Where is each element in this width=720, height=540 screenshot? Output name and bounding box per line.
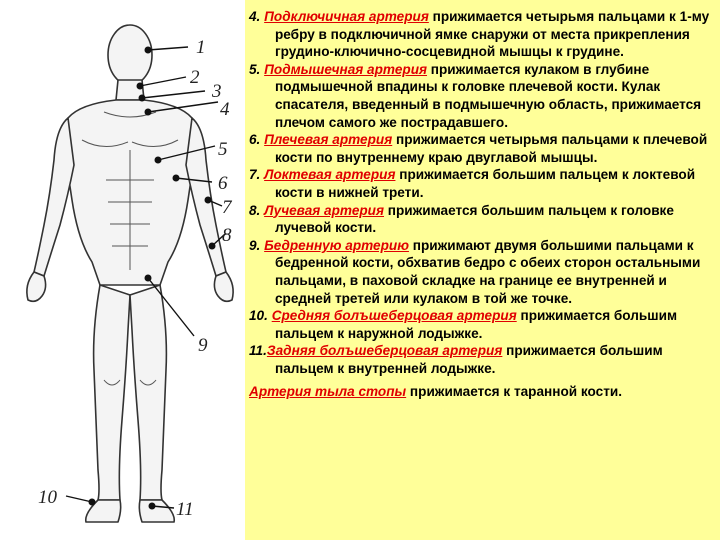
paragraph-number: 10. (249, 308, 268, 324)
paragraph-text: прижимается к таранной кости. (406, 384, 622, 400)
paragraph-dorsalis-pedis-artery: Артерия тыла стопы прижимается к таранно… (249, 383, 715, 401)
artery-term: Подключичная артерия (264, 9, 429, 24)
artery-term: Локтевая артерия (264, 167, 396, 183)
paragraph-radial-artery: 8. Лучевая артерия прижимается большим п… (249, 202, 715, 237)
paragraph-posterior-tibial-artery: 11.Задняя болъшеберцовая артерия прижима… (249, 342, 715, 377)
paragraph-text: прижимается большим пальцем к головке лу… (275, 202, 674, 236)
figure-label-2: 2 (190, 67, 200, 88)
paragraph-number: 7. (249, 167, 261, 183)
figure-label-4: 4 (220, 99, 230, 120)
artery-term: Бедренную артерию (264, 237, 409, 253)
paragraph-subclavian-artery: 4. Подключичная артерия прижимается четы… (249, 8, 715, 61)
paragraph-text: прижимают двумя большими пальцами к бедр… (275, 237, 701, 306)
paragraph-number: 4. (249, 9, 261, 24)
artery-term: Плечевая артерия (264, 132, 393, 148)
paragraph-ulnar-artery: 7. Локтевая артерия прижимается большим … (249, 166, 715, 201)
human-body-illustration (26, 24, 234, 523)
figure-label-5: 5 (218, 139, 228, 160)
paragraph-brachial-artery: 6. Плечевая артерия прижимается четырьмя… (249, 131, 715, 166)
anatomy-figure-panel: 1 2 3 4 5 6 7 8 9 10 11 (0, 0, 245, 540)
paragraph-axillary-artery: 5. Подмышечная артерия прижимается кулак… (249, 61, 715, 131)
paragraph-number: 8. (249, 202, 261, 218)
figure-label-10: 10 (38, 487, 57, 508)
figure-label-8: 8 (222, 225, 232, 246)
figure-label-3: 3 (212, 81, 222, 102)
artery-term: Артерия тыла стопы (249, 384, 407, 400)
paragraph-number: 11. (249, 343, 267, 359)
paragraph-femoral-artery: 9. Бедренную артерию прижимают двумя бол… (249, 237, 715, 307)
paragraph-text: прижимается кулаком в глубине подмышечно… (275, 61, 702, 130)
paragraph-number: 5. (249, 61, 261, 77)
figure-label-9: 9 (198, 335, 208, 356)
artery-term: Средняя болъшеберцовая артерия (271, 308, 517, 324)
figure-label-6: 6 (218, 173, 228, 194)
figure-label-1: 1 (196, 37, 206, 58)
artery-term: Лучевая артерия (264, 202, 384, 218)
figure-label-11: 11 (176, 499, 194, 520)
paragraph-text: прижимается большим пальцем к наружной л… (275, 308, 678, 341)
paragraph-text: прижимается большим пальцем к внутренней… (275, 343, 663, 376)
paragraph-text: прижимается четырьмя пальцами к 1-му реб… (275, 9, 710, 60)
artery-term: Задняя болъшеберцовая артерия (266, 343, 503, 359)
figure-label-7: 7 (222, 197, 232, 218)
paragraph-number: 6. (249, 132, 261, 148)
artery-compression-text: 4. Подключичная артерия прижимается четы… (249, 8, 715, 401)
paragraph-text: прижимается большим пальцем к локтевой к… (275, 167, 696, 200)
paragraph-number: 9. (249, 237, 261, 253)
paragraph-text: прижимается четырьмя пальцами к плечевой… (275, 132, 708, 165)
paragraph-anterior-tibial-artery: 10. Средняя болъшеберцовая артерия прижи… (249, 307, 715, 342)
artery-term: Подмышечная артерия (264, 61, 428, 77)
